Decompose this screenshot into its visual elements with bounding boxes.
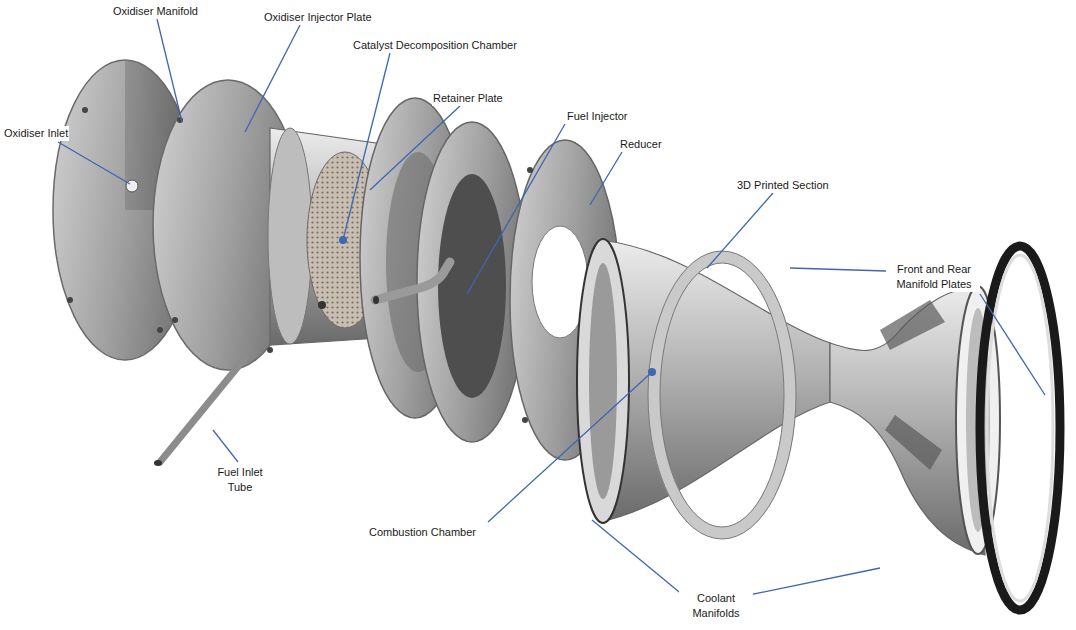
part-label: Front and Rear Manifold Plates — [888, 262, 980, 292]
part-label: Coolant Manifolds — [679, 591, 753, 621]
part-label: Reducer — [619, 137, 663, 152]
part-label: 3D Printed Section — [736, 178, 830, 193]
rear-manifold-plate — [980, 246, 1060, 610]
part-label: Fuel Inlet Tube — [208, 465, 272, 495]
front-manifold-plate — [648, 251, 796, 539]
injector-tip — [373, 296, 379, 304]
fuel-inlet-tube — [160, 358, 245, 462]
part-label: Retainer Plate — [432, 91, 504, 106]
part-label: Catalyst Decomposition Chamber — [352, 38, 518, 53]
part-label: Fuel Injector — [566, 109, 629, 124]
part-label: Oxidiser Manifold — [112, 4, 199, 19]
part-label: Combustion Chamber — [368, 525, 477, 540]
part-label: Oxidiser Inlet — [3, 126, 69, 141]
leader-dot — [648, 368, 656, 376]
fuel-injector — [375, 262, 450, 300]
leader-lines — [58, 19, 1045, 596]
leader-dot — [339, 236, 347, 244]
combustion-chamber — [577, 239, 1000, 555]
tube-end — [154, 460, 162, 466]
part-label: Oxidiser Injector Plate — [263, 10, 373, 25]
